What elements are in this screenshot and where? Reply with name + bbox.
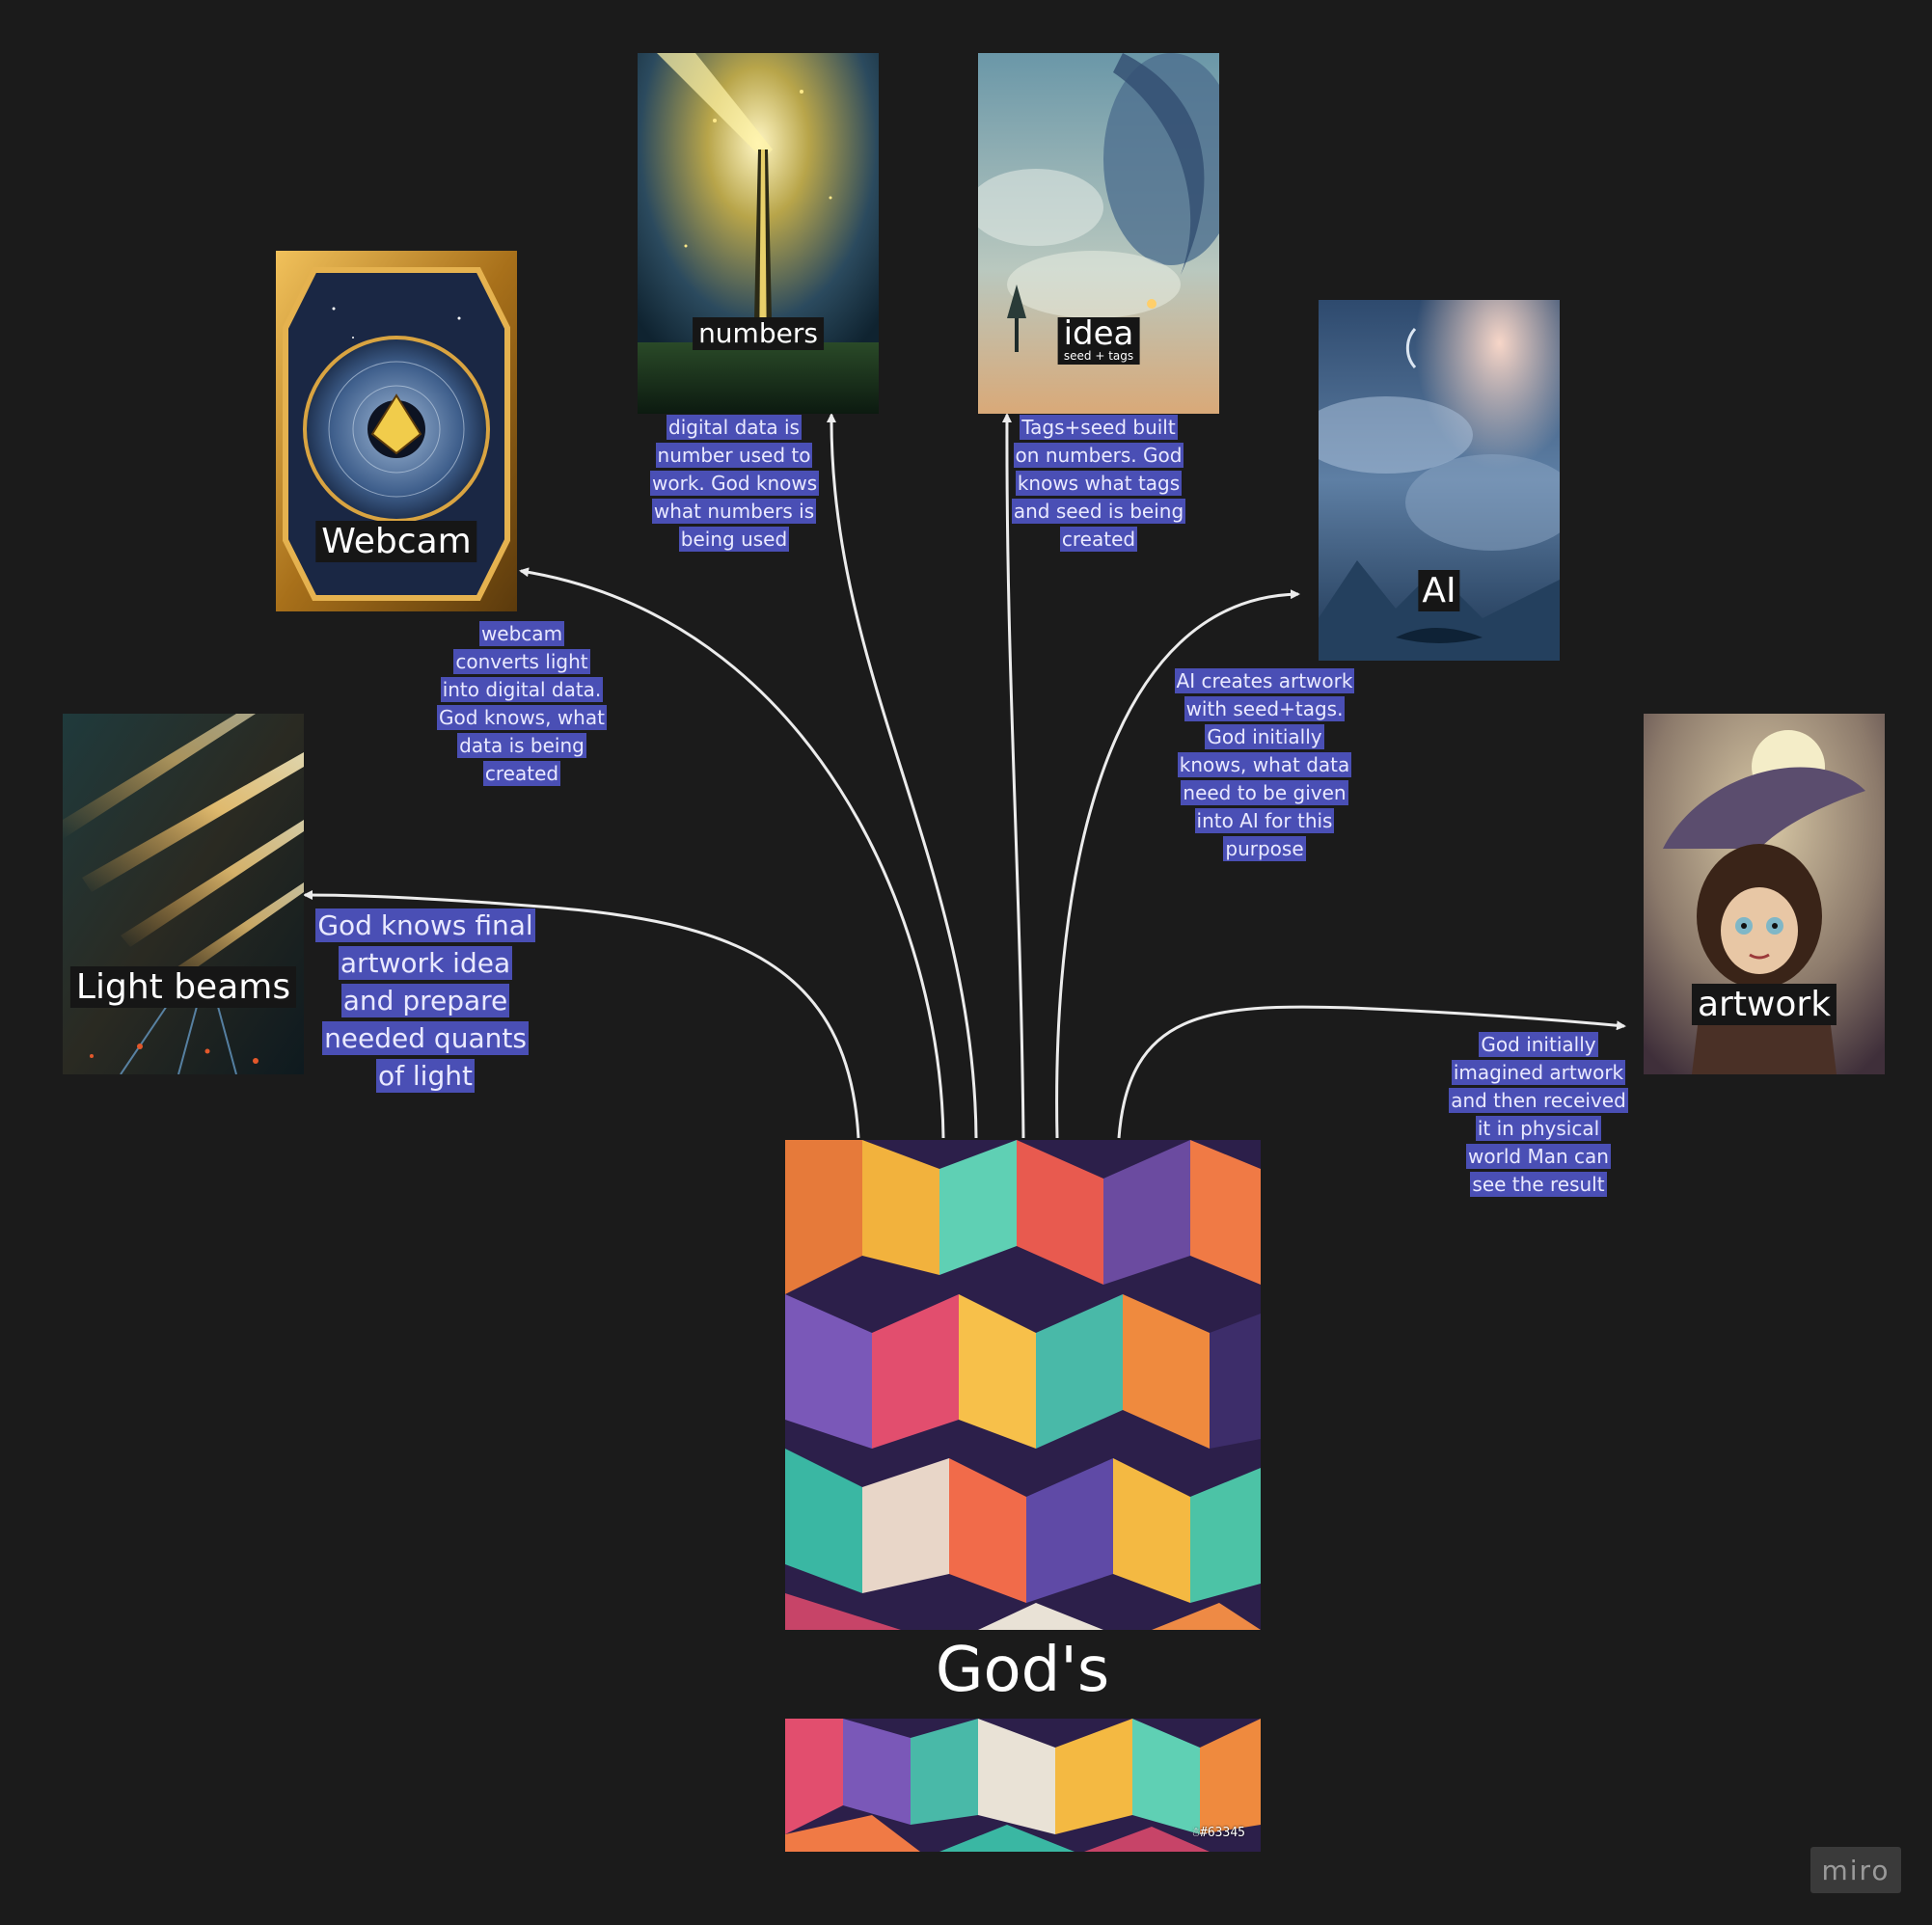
numbers-image <box>638 53 879 414</box>
image-watermark: ☃#63345 <box>1192 1826 1245 1840</box>
miro-logo: miro <box>1810 1847 1901 1893</box>
light-beams-image <box>63 714 304 1074</box>
card-label: artwork <box>1691 984 1837 1026</box>
isometric-cubes-image <box>785 1140 1261 1630</box>
note-webcam: webcam converts light into digital data.… <box>437 621 607 786</box>
note-light-beams: God knows final artwork idea and prepare… <box>315 908 535 1093</box>
gods-conscience-image[interactable] <box>785 1140 1261 1630</box>
webcam-card[interactable]: Webcam <box>276 251 517 611</box>
artwork-card[interactable]: artwork <box>1644 714 1885 1074</box>
arrow-to-numbers <box>826 413 978 1139</box>
card-label: Light beams <box>69 966 297 1009</box>
isometric-cubes-image-bottom <box>785 1719 1261 1852</box>
card-label: Webcam <box>315 521 477 563</box>
idea-card[interactable]: idea seed + tags <box>978 53 1219 414</box>
light-beams-card[interactable]: Light beams <box>63 714 304 1074</box>
card-label: AI <box>1418 570 1460 612</box>
note-artwork: God initially imagined artwork and then … <box>1449 1032 1628 1197</box>
numbers-card[interactable]: numbers <box>638 53 879 414</box>
note-idea: Tags+seed built on numbers. God knows wh… <box>1011 415 1186 552</box>
card-label: idea seed + tags <box>1057 317 1140 366</box>
watermark-icon: ☃ <box>1192 1826 1201 1840</box>
note-ai: AI creates artwork with seed+tags. God i… <box>1174 668 1355 861</box>
ai-card[interactable]: AI <box>1319 300 1560 661</box>
card-sublabel: seed + tags <box>1063 349 1134 363</box>
gods-conscience-image-bottom[interactable]: ☃#63345 <box>785 1719 1261 1852</box>
note-numbers: digital data is number used to work. God… <box>650 415 820 552</box>
card-label: numbers <box>693 317 824 350</box>
